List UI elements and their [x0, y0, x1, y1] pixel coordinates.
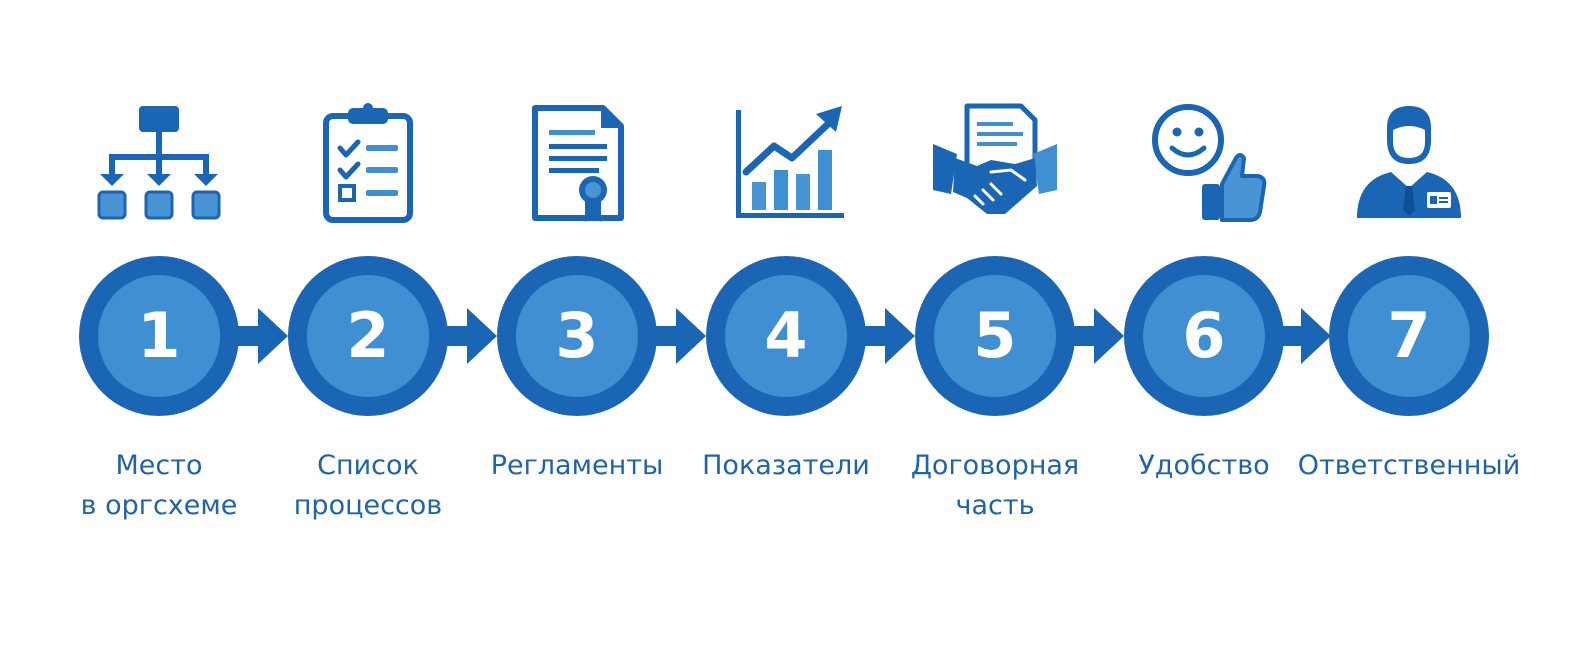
arrow-right-icon [1070, 306, 1126, 366]
step-label: Список процессов [293, 450, 443, 521]
step-4: 4 Показатели [681, 0, 891, 672]
step-number: 6 [1143, 275, 1265, 397]
step-circle: 3 [497, 256, 657, 416]
arrow-right-icon [1277, 306, 1333, 366]
step-label: Регламенты [490, 450, 664, 481]
arrow-right-icon [861, 306, 917, 366]
employee-badge-icon [1339, 100, 1479, 228]
step-label: Ответственный [1297, 450, 1521, 481]
certified-document-icon [507, 100, 647, 228]
step-label: Показатели [702, 450, 870, 481]
checklist-clipboard-icon [298, 100, 438, 228]
step-6: 6 Удобство [1099, 0, 1309, 672]
step-circle: 4 [706, 256, 866, 416]
step-label: Удобство [1138, 450, 1270, 481]
step-number: 1 [98, 275, 220, 397]
step-circle: 1 [79, 256, 239, 416]
arrow-right-icon [234, 306, 290, 366]
arrow-right-icon [443, 306, 499, 366]
org-chart-icon [89, 100, 229, 228]
step-5: 5 Договорная часть [890, 0, 1100, 672]
step-label: Договорная часть [910, 450, 1080, 521]
step-1: 1 Место в оргсхеме [54, 0, 264, 672]
step-circle: 5 [915, 256, 1075, 416]
step-circle: 2 [288, 256, 448, 416]
step-number: 3 [516, 275, 638, 397]
step-circle: 7 [1329, 256, 1489, 416]
step-number: 7 [1348, 275, 1470, 397]
growth-chart-icon [716, 100, 856, 228]
step-7: 7 Ответственный [1298, 0, 1520, 672]
step-label: Место в оргсхеме [80, 450, 238, 521]
handshake-contract-icon [925, 100, 1065, 228]
step-number: 2 [307, 275, 429, 397]
arrow-right-icon [652, 306, 708, 366]
step-number: 5 [934, 275, 1056, 397]
step-2: 2 Список процессов [263, 0, 473, 672]
step-number: 4 [725, 275, 847, 397]
step-3: 3 Регламенты [472, 0, 682, 672]
smiley-thumbs-up-icon [1134, 100, 1274, 228]
step-circle: 6 [1124, 256, 1284, 416]
